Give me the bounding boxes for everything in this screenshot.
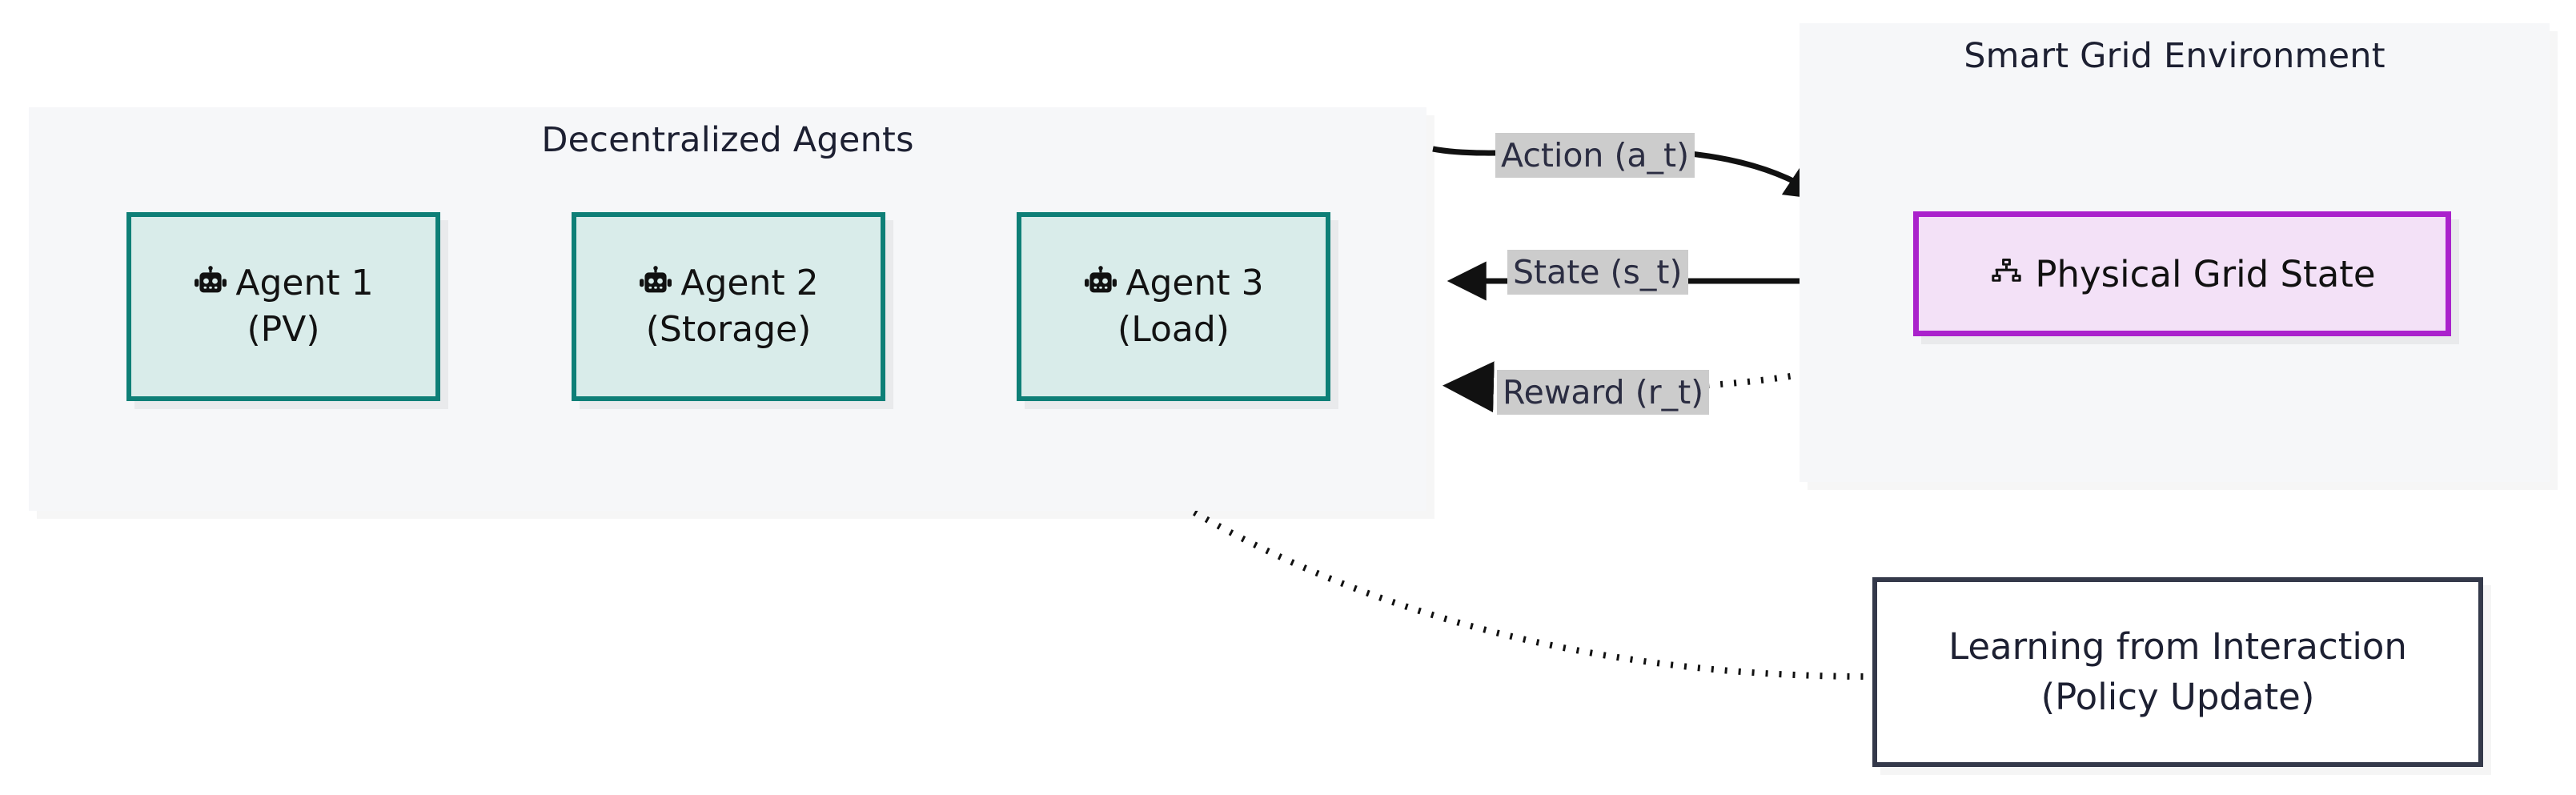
cluster-title-smart-grid-environment: Smart Grid Environment (1964, 36, 2385, 76)
agent-node-1[interactable]: Agent 1 (PV) (126, 212, 440, 401)
learning-node-line2: (Policy Update) (2040, 675, 2315, 718)
physical-grid-state-node[interactable]: Physical Grid State (1913, 211, 2451, 336)
edge-label-reward: Reward (r_t) (1497, 370, 1710, 416)
edge-label-action: Action (a_t) (1495, 133, 1695, 179)
learning-from-interaction-node[interactable]: Learning from Interaction (Policy Update… (1872, 577, 2483, 767)
network-hierarchy-icon (1988, 256, 2024, 292)
physical-grid-state-row: Physical Grid State (1988, 252, 2376, 295)
agent-node-3[interactable]: Agent 3 (Load) (1017, 212, 1330, 401)
agent-2-title-row: Agent 2 (638, 260, 819, 307)
agent-3-title-row: Agent 3 (1083, 260, 1264, 307)
agent-3-role: (Load) (1117, 309, 1230, 350)
learning-node-line1: Learning from Interaction (1948, 625, 2407, 669)
agent-2-name: Agent 2 (680, 262, 819, 303)
robot-icon (193, 266, 228, 301)
edge-label-state: State (s_t) (1507, 250, 1688, 295)
robot-icon (638, 266, 673, 301)
agent-2-role: (Storage) (645, 309, 812, 350)
agent-1-name: Agent 1 (235, 262, 374, 303)
robot-icon (1083, 266, 1118, 301)
agent-1-role: (PV) (247, 309, 320, 350)
agent-node-2[interactable]: Agent 2 (Storage) (572, 212, 885, 401)
edge-policy-update-path (1193, 509, 1871, 680)
cluster-title-decentralized-agents: Decentralized Agents (541, 120, 914, 160)
agent-1-title-row: Agent 1 (193, 260, 374, 307)
physical-grid-state-label: Physical Grid State (2035, 252, 2376, 295)
agent-3-name: Agent 3 (1125, 262, 1264, 303)
